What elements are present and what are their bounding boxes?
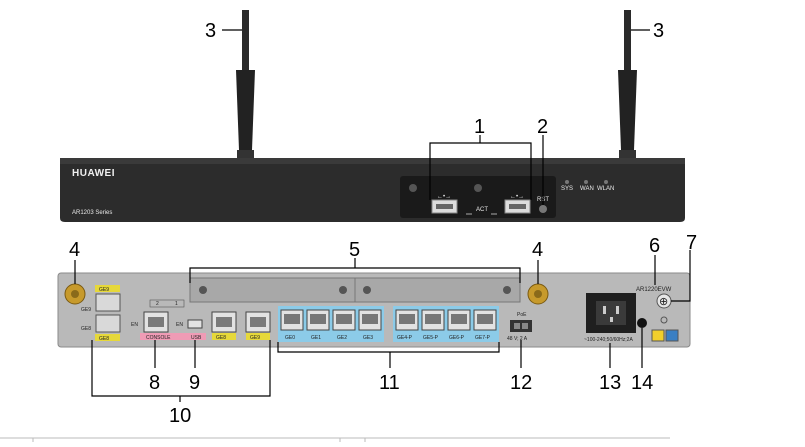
callout-13: 13 — [599, 372, 621, 394]
callout-2: 2 — [537, 116, 548, 138]
poe-power-rating: 48 V; 2 A — [507, 336, 528, 342]
slot-num-2: 2 — [156, 301, 159, 307]
sfp-port-ge8 — [95, 314, 121, 333]
ge9-left-label: GE9 — [99, 287, 109, 293]
callout-4-left: 4 — [69, 239, 80, 261]
slot-num-1: 1 — [175, 301, 178, 307]
ge4-label: GE4-P — [397, 335, 413, 341]
sfp-port-ge9 — [95, 293, 121, 312]
callout-lines — [74, 29, 691, 402]
callout-8: 8 — [149, 372, 160, 394]
brand-logo: HUAWEI — [72, 168, 115, 179]
usb-symbol-2: ←•→ — [510, 194, 524, 200]
antenna-left — [236, 10, 255, 158]
en-label-2: EN — [176, 322, 183, 328]
ge2-label: GE2 — [337, 335, 347, 341]
ge9-label-bg — [95, 285, 120, 292]
model-label: AR1220EVW — [636, 287, 672, 293]
act-label: ACT — [476, 207, 488, 213]
ge0-label: GE0 — [285, 335, 295, 341]
reset-button — [539, 205, 547, 213]
ge5-label: GE5-P — [423, 335, 439, 341]
ge9-side-label: GE9 — [81, 307, 91, 313]
console-label: CONSOLE — [146, 335, 171, 341]
ge8-label: GE8 — [216, 335, 226, 341]
antenna-right — [618, 10, 637, 158]
callout-10: 10 — [169, 405, 191, 427]
callout-5: 5 — [349, 239, 360, 261]
callout-numbers: 1 2 3 3 4 4 5 6 7 8 9 10 11 12 13 14 — [69, 20, 697, 427]
ground-screw-icon: ⊕ — [659, 296, 668, 308]
led-sys-label: SYS — [561, 186, 573, 192]
console-label-bg — [140, 333, 190, 340]
ge6-label: GE6-P — [449, 335, 465, 341]
rear-view: GE9 GE8 GE9 GE8 2 1 EN CONSOLE EN USB GE… — [57, 272, 691, 348]
mini-usb-port — [187, 319, 203, 329]
ge1-label: GE1 — [311, 335, 321, 341]
poe-power-connector — [510, 320, 532, 332]
callout-3-right: 3 — [653, 20, 664, 42]
usb-symbol-1: ←•→ — [437, 194, 451, 200]
callout-1: 1 — [474, 116, 485, 138]
usb-mini-label: USB — [191, 335, 202, 341]
screw-icon — [409, 184, 417, 192]
callout-3-left: 3 — [205, 20, 216, 42]
ge8-left-label: GE8 — [99, 336, 109, 342]
callout-6: 6 — [649, 235, 660, 257]
ge9-label: GE9 — [250, 335, 260, 341]
led-wlan-label: WLAN — [597, 186, 614, 192]
warning-icon — [651, 329, 665, 342]
callout-4-right: 4 — [532, 239, 543, 261]
front-view: HUAWEI AR1203 Series ←•→ ←•→ ACT RST SYS… — [60, 10, 685, 222]
callout-12: 12 — [510, 372, 532, 394]
callout-7: 7 — [686, 232, 697, 254]
screw-icon — [474, 184, 482, 192]
led-wan-label: WAN — [580, 186, 594, 192]
info-icon — [665, 329, 679, 342]
ge4-7-ports — [395, 309, 497, 331]
ge8-side-label: GE8 — [81, 326, 91, 332]
poe-label: PoE — [517, 312, 527, 318]
ge3-label: GE3 — [363, 335, 373, 341]
callout-14: 14 — [631, 372, 653, 394]
power-switch — [637, 318, 647, 328]
power-rating-label: ~100-240;50/60Hz;2A — [584, 337, 633, 343]
callout-9: 9 — [189, 372, 200, 394]
callout-11: 11 — [379, 372, 400, 394]
ge0-3-ports — [280, 309, 382, 331]
series-label: AR1203 Series — [72, 210, 112, 216]
en-label-1: EN — [131, 322, 138, 328]
ge7-label: GE7-P — [475, 335, 491, 341]
